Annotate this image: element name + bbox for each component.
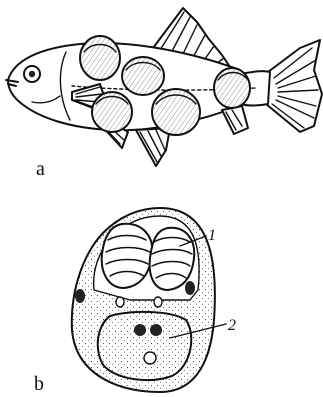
nucleus xyxy=(134,324,146,336)
vesicle xyxy=(144,352,156,364)
cyst xyxy=(122,57,164,95)
cross-section-illustration xyxy=(72,208,226,392)
callout-label-1: 1 xyxy=(208,227,216,244)
cyst xyxy=(92,92,132,132)
panel-label-a: a xyxy=(36,158,45,180)
cyst xyxy=(80,36,120,80)
callout-label-2: 2 xyxy=(228,317,236,334)
cyst xyxy=(214,68,250,108)
panel-label-b: b xyxy=(34,373,44,395)
fish-illustration xyxy=(6,8,322,166)
cyst xyxy=(152,89,200,135)
nucleus xyxy=(150,324,162,336)
